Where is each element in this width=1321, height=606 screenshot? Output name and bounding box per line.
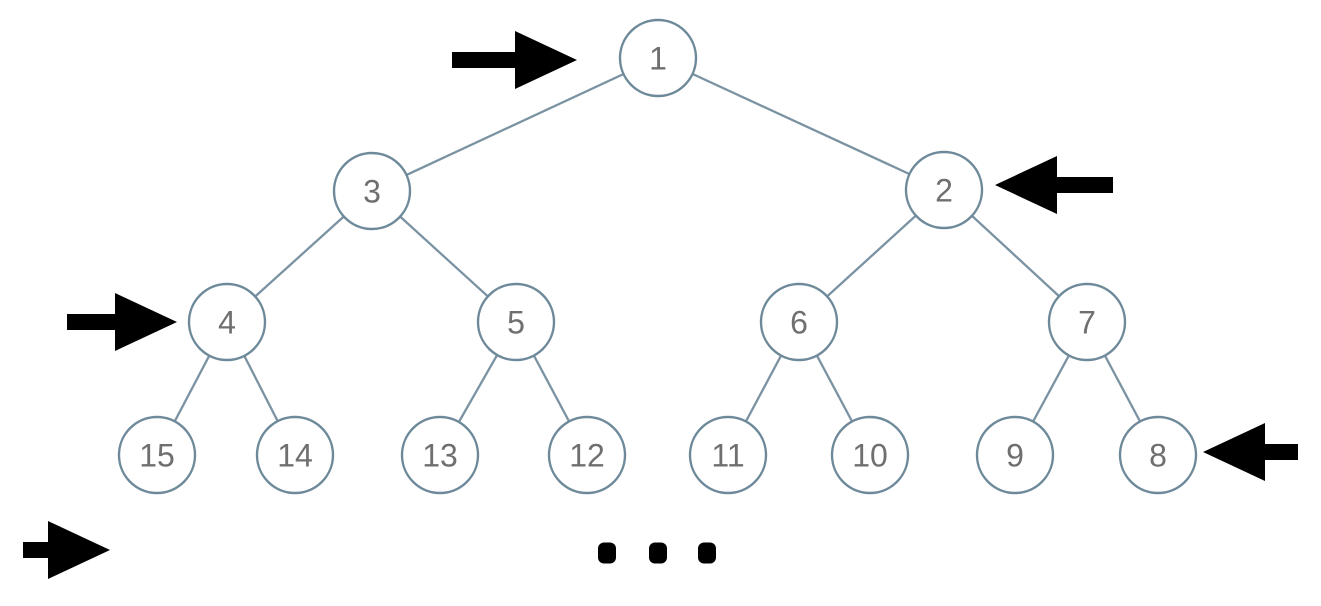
tree-edges <box>155 56 1160 456</box>
tree-node-label-7: 7 <box>1078 305 1096 341</box>
tree-node-circle-10 <box>830 415 910 495</box>
tree-node-8: 8 <box>1118 415 1198 495</box>
tree-node-3: 3 <box>332 151 412 231</box>
ellipsis-dot <box>698 542 716 564</box>
tree-node-6: 6 <box>759 282 839 362</box>
tree-node-circle-2 <box>904 150 984 230</box>
tree-node-label-15: 15 <box>139 438 175 474</box>
tree-node-14: 14 <box>255 415 335 495</box>
tree-node-circle-11 <box>688 415 768 495</box>
tree-node-2: 2 <box>904 150 984 230</box>
tree-node-label-3: 3 <box>363 174 381 210</box>
tree-node-13: 13 <box>400 415 480 495</box>
ellipsis-dot <box>598 542 616 564</box>
tree-node-circle-1 <box>618 18 698 98</box>
tree-node-label-6: 6 <box>790 305 808 341</box>
tree-node-12: 12 <box>547 415 627 495</box>
ellipsis-dot <box>649 542 667 564</box>
tree-node-label-14: 14 <box>277 438 313 474</box>
tree-node-7: 7 <box>1047 282 1127 362</box>
tree-node-label-4: 4 <box>218 305 236 341</box>
tree-node-circle-9 <box>975 415 1055 495</box>
tree-node-5: 5 <box>476 282 556 362</box>
tree-node-9: 9 <box>975 415 1055 495</box>
tree-node-circle-12 <box>547 415 627 495</box>
right-arrow-icon-next-level <box>23 521 110 579</box>
arrows <box>23 31 1298 579</box>
tree-node-circle-15 <box>117 415 197 495</box>
tree-node-circle-14 <box>255 415 335 495</box>
tree-node-label-13: 13 <box>422 438 458 474</box>
tree-node-10: 10 <box>830 415 910 495</box>
tree-node-circle-3 <box>332 151 412 231</box>
tree-node-circle-13 <box>400 415 480 495</box>
tree-node-label-9: 9 <box>1006 438 1024 474</box>
tree-node-label-1: 1 <box>649 41 667 77</box>
tree-node-11: 11 <box>688 415 768 495</box>
tree-edge-1-3 <box>371 56 659 193</box>
tree-node-circle-7 <box>1047 282 1127 362</box>
tree-node-label-11: 11 <box>711 438 744 474</box>
tree-node-circle-6 <box>759 282 839 362</box>
tree-node-circle-5 <box>476 282 556 362</box>
left-arrow-icon-node-2 <box>995 156 1113 214</box>
right-arrow-icon-node-4 <box>67 293 177 351</box>
ellipsis <box>598 542 716 564</box>
tree-node-15: 15 <box>117 415 197 495</box>
left-arrow-icon-node-8 <box>1203 423 1298 481</box>
tree-node-circle-8 <box>1118 415 1198 495</box>
right-arrow-icon-node-1 <box>452 31 577 89</box>
tree-node-label-12: 12 <box>569 438 605 474</box>
tree-node-label-8: 8 <box>1149 438 1167 474</box>
tree-node-label-5: 5 <box>507 305 525 341</box>
tree-node-4: 4 <box>187 282 267 362</box>
tree-node-1: 1 <box>618 18 698 98</box>
tree-node-circle-4 <box>187 282 267 362</box>
tree-node-label-10: 10 <box>852 438 888 474</box>
tree-node-label-2: 2 <box>935 173 953 209</box>
tree-edge-1-2 <box>657 56 945 192</box>
